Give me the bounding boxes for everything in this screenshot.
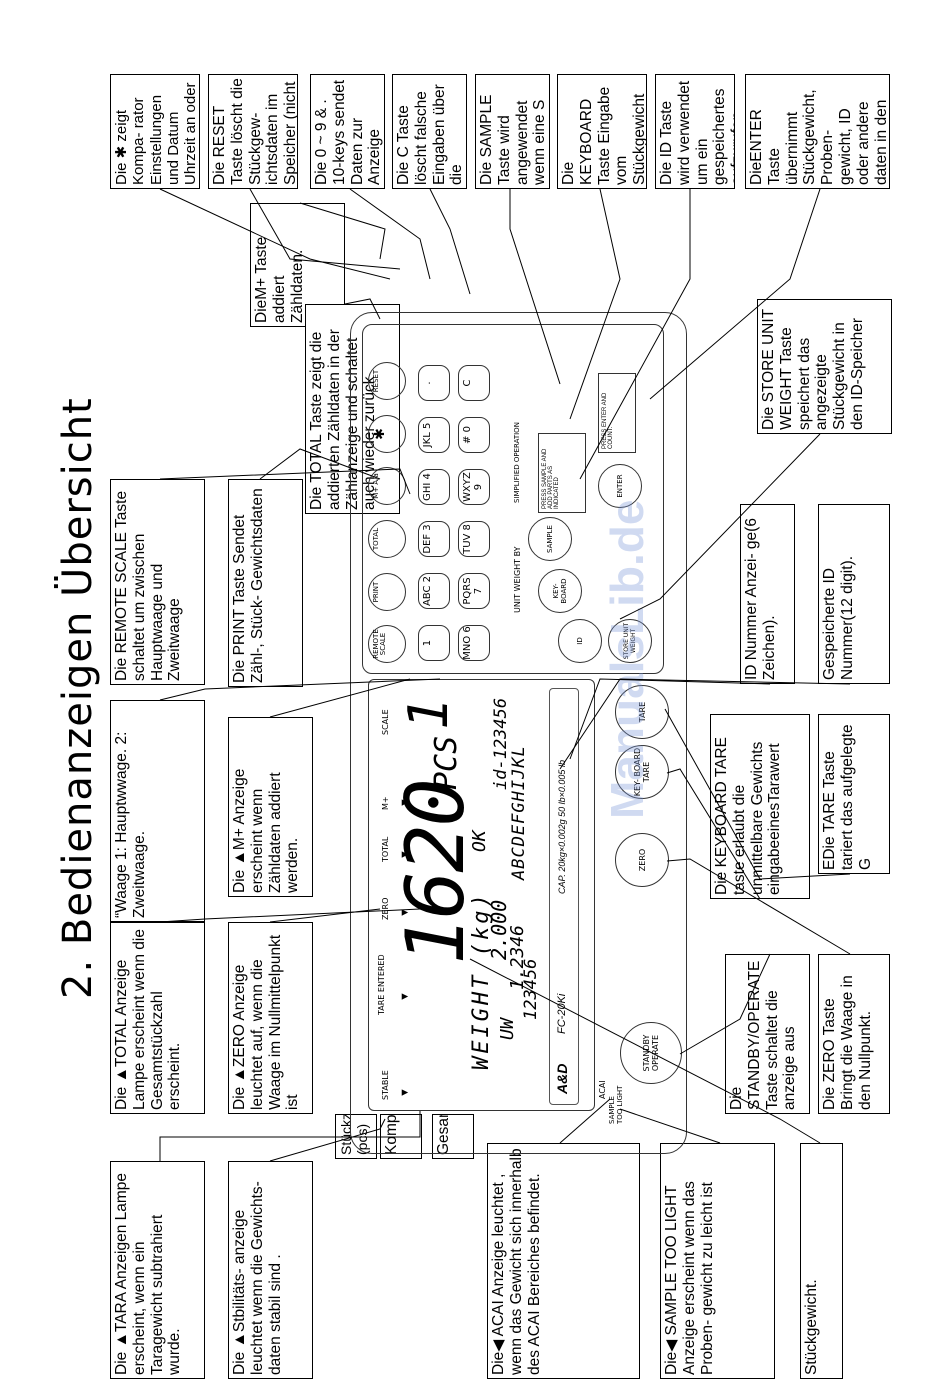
leader-lines: [159, 188, 851, 1162]
manual-page: 2. Bedienanzeigen Übersicht Die ▲TARA An…: [55, 74, 892, 1379]
